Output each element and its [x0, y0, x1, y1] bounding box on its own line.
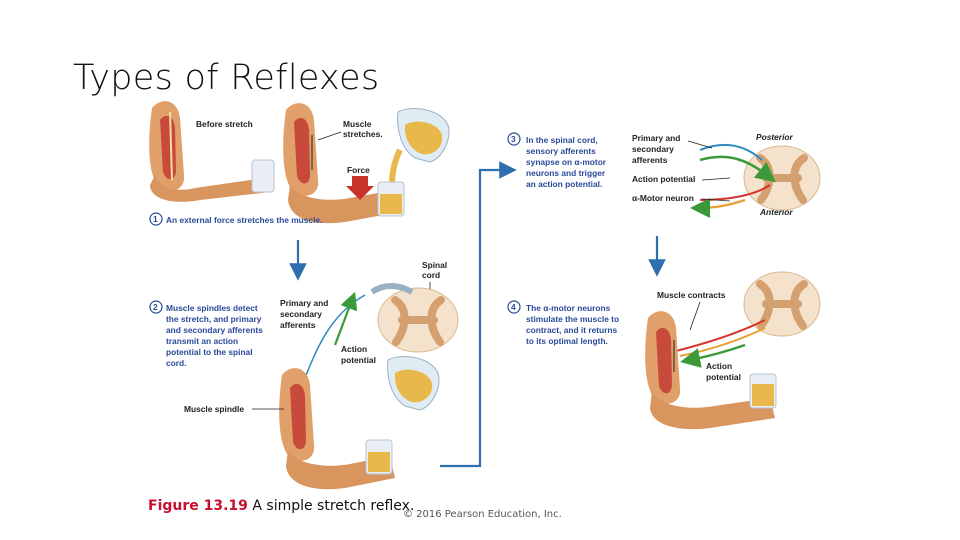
- panel3-spinal-cord: [690, 143, 821, 218]
- step1-number: 1: [153, 214, 158, 224]
- svg-text:Action: Action: [706, 361, 732, 371]
- svg-text:Primary and: Primary and: [632, 133, 680, 143]
- svg-text:synapse on α-motor: synapse on α-motor: [526, 157, 607, 167]
- svg-text:In the spinal cord,: In the spinal cord,: [526, 135, 598, 145]
- svg-text:afferents: afferents: [632, 155, 668, 165]
- svg-text:Muscle spindles detect: Muscle spindles detect: [166, 303, 258, 313]
- svg-text:the stretch, and primary: the stretch, and primary: [166, 314, 262, 324]
- panel1-arm-stretched: [283, 103, 450, 224]
- step2-text: Muscle spindles detect the stretch, and …: [166, 303, 263, 368]
- panel2-spinal-cord: [370, 283, 459, 353]
- svg-text:cord.: cord.: [166, 358, 186, 368]
- svg-text:afferents: afferents: [280, 320, 316, 330]
- svg-text:neurons and trigger: neurons and trigger: [526, 168, 606, 178]
- anterior-label: Anterior: [759, 207, 793, 217]
- figure-caption-text: A simple stretch reflex.: [247, 498, 415, 514]
- svg-text:cord: cord: [422, 270, 440, 280]
- step3-text: In the spinal cord, sensory afferents sy…: [526, 135, 607, 189]
- svg-text:potential to the spinal: potential to the spinal: [166, 347, 253, 357]
- svg-text:potential: potential: [341, 355, 376, 365]
- panel4-arm: [645, 311, 777, 430]
- svg-text:Action: Action: [341, 344, 367, 354]
- panel2-action-potential-label: Action potential: [341, 344, 376, 365]
- svg-text:The α-motor neurons: The α-motor neurons: [526, 303, 611, 313]
- step2-badge: [149, 300, 163, 314]
- svg-text:Primary and: Primary and: [280, 298, 328, 308]
- step4-badge: [507, 300, 521, 314]
- svg-text:an action potential.: an action potential.: [526, 179, 602, 189]
- panel2-arm: [279, 356, 440, 490]
- svg-text:to its optimal length.: to its optimal length.: [526, 336, 608, 346]
- step1-text: An external force stretches the muscle.: [166, 215, 322, 225]
- spinal-cord-label: Spinal cord: [422, 260, 447, 280]
- figure-number: Figure 13.19: [148, 498, 248, 514]
- svg-text:contract, and it returns: contract, and it returns: [526, 325, 618, 335]
- step3-number: 3: [511, 134, 516, 144]
- svg-text:potential: potential: [706, 372, 741, 382]
- step1-badge: [149, 212, 163, 226]
- step3-badge: [507, 132, 521, 146]
- panel1-arm-before: [149, 101, 275, 202]
- force-label: Force: [347, 165, 370, 175]
- svg-text:secondary: secondary: [280, 309, 322, 319]
- panel3-action-potential-label: Action potential: [632, 174, 695, 184]
- svg-text:secondary: secondary: [632, 144, 674, 154]
- step4-number: 4: [511, 302, 516, 312]
- svg-text:transmit an action: transmit an action: [166, 336, 238, 346]
- slide-title: Types of Reflexes: [73, 58, 380, 98]
- svg-text:Spinal: Spinal: [422, 260, 447, 270]
- svg-text:sensory afferents: sensory afferents: [526, 146, 596, 156]
- panel4-action-potential-label: Action potential: [706, 361, 741, 382]
- figure-caption: Figure 13.19 A simple stretch reflex.: [148, 498, 414, 514]
- posterior-label: Posterior: [756, 132, 794, 142]
- muscle-contracts-label: Muscle contracts: [657, 290, 726, 300]
- muscle-stretches-label-2: stretches.: [343, 129, 383, 139]
- muscle-stretches-label-1: Muscle: [343, 119, 372, 129]
- svg-text:and secondary afferents: and secondary afferents: [166, 325, 263, 335]
- step4-text: The α-motor neurons stimulate the muscle…: [526, 303, 619, 346]
- panel2-action-arrow: [333, 291, 358, 346]
- alpha-motor-neuron-label: α-Motor neuron: [632, 193, 694, 203]
- panel4-spinal-cord: [671, 271, 821, 368]
- panel3-primary-label: Primary and secondary afferents: [632, 133, 680, 165]
- panel2-primary-label: Primary and secondary afferents: [280, 298, 328, 330]
- copyright-notice: © 2016 Pearson Education, Inc.: [403, 509, 562, 520]
- svg-text:stimulate the muscle to: stimulate the muscle to: [526, 314, 619, 324]
- flow-arrow-2-3: [440, 161, 517, 468]
- step2-number: 2: [153, 302, 158, 312]
- before-stretch-label: Before stretch: [196, 119, 253, 129]
- muscle-spindle-label: Muscle spindle: [184, 404, 244, 414]
